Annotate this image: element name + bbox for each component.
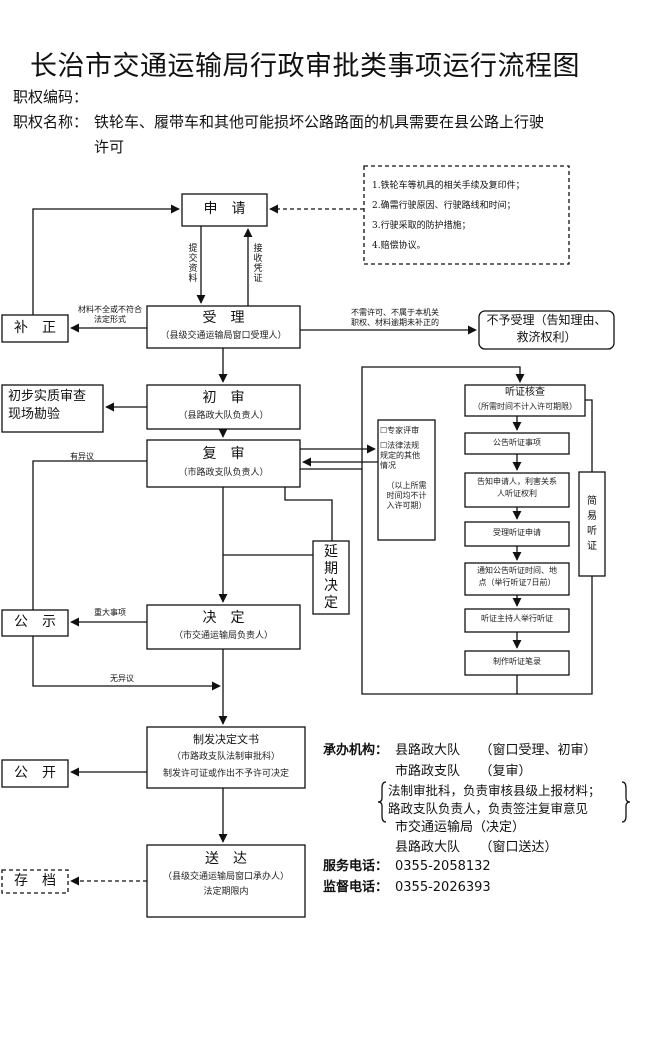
expert-line: ☐法律法规 xyxy=(380,441,420,450)
note-item: 1.铁轮车等机具的相关手续及复印件； xyxy=(372,181,525,191)
org-line: 市路政支队 （复审） xyxy=(395,764,532,779)
expert-line: ☐专家评审 xyxy=(380,426,420,435)
publicize-box xyxy=(1,609,69,637)
note-item: 4.赔偿协议。 xyxy=(372,241,426,251)
doc-box xyxy=(146,726,306,789)
org-label: 承办机构： xyxy=(323,743,389,758)
edge-label-objection: 有异议 xyxy=(70,452,94,461)
first-review-node-sub: （县路政大队负责人） xyxy=(178,411,269,421)
hearing-step: 公告听证事项 xyxy=(493,438,541,447)
edge-label-incomplete-line2: 法定形式 xyxy=(94,315,126,324)
extend-box xyxy=(312,540,350,615)
org-line: 市交通运输局（决定） xyxy=(395,820,526,835)
doc-node-line2: （市路政支队法制审批科） xyxy=(171,752,280,762)
org-line: 法制审批科，负责审核县级上报材料； xyxy=(388,783,601,798)
hearing-step: 告知申请人，利害关系 xyxy=(477,477,557,486)
org-line: 县路政大队 （窗口受理、初审） xyxy=(395,743,597,758)
doc-node-line3: 制发许可证或作出不予许可决定 xyxy=(162,769,289,779)
buzheng-box xyxy=(1,314,69,343)
field-check-node-line2: 现场勘验 xyxy=(8,407,61,422)
accept-node-sub: （县级交通运输局窗口受理人） xyxy=(160,331,287,341)
accept-node: 受 理 xyxy=(202,310,245,326)
open-node: 公 开 xyxy=(14,765,56,781)
archive-node: 存 档 xyxy=(14,873,56,889)
supervise-phone-label: 监督电话： xyxy=(323,880,389,895)
note-item: 3.行驶采取的防护措施； xyxy=(372,221,471,231)
reject-node-line2: 救济权利） xyxy=(516,330,577,344)
page-title: 长治市交通运输局行政审批类事项运行流程图 xyxy=(30,51,580,82)
decide-node: 决 定 xyxy=(202,610,245,626)
hearing-title: 听证核查 xyxy=(505,387,545,398)
hearing-step: 制作听证笔录 xyxy=(493,657,541,666)
expert-line: 规定的其他 xyxy=(380,451,420,460)
edge-label-incomplete-line1: 材料不全或不符合 xyxy=(78,305,142,314)
reject-box xyxy=(478,310,615,350)
service-phone-label: 服务电话： xyxy=(323,859,389,874)
hearing-step: 点（举行听证7日前） xyxy=(478,578,556,587)
expert-line: 时间均不计 xyxy=(386,491,427,500)
hearing-step: 通知公告听证时间、地 xyxy=(477,566,557,575)
hearing-step: 人听证权利 xyxy=(497,489,537,498)
extend-node: 延期决定 xyxy=(324,544,338,611)
publicize-node: 公 示 xyxy=(14,614,56,630)
doc-node-line1: 制发决定文书 xyxy=(193,733,259,746)
archive-box xyxy=(1,869,69,894)
hearing-step: 听证主持人举行听证 xyxy=(481,614,553,623)
authority-name-line1: 铁轮车、履带车和其他可能损坏公路路面的机具需要在县公路上行驶 xyxy=(94,113,545,131)
reject-node-line1: 不予受理（告知理由、 xyxy=(486,313,607,327)
edge-label-no-need-line2: 职权、材料逾期未补正的 xyxy=(351,318,439,327)
apply-box xyxy=(181,193,268,227)
authority-code-label: 职权编码： xyxy=(13,88,89,106)
edge-label-no-objection: 无异议 xyxy=(110,674,134,683)
field-check-node-line1: 初步实质审查 xyxy=(8,389,87,404)
decide-node-sub: （市交通运输局负责人） xyxy=(173,631,273,641)
org-line: 县路政大队 （窗口送达） xyxy=(395,840,558,855)
expert-line: 入许可期） xyxy=(386,501,427,510)
authority-name-line2: 许可 xyxy=(94,138,125,156)
field-check-box xyxy=(1,384,104,433)
service-phone: 0355-2058132 xyxy=(395,859,491,874)
deliver-node-sub2: 法定期限内 xyxy=(203,887,249,897)
hearing-step: 受理听证申请 xyxy=(493,528,541,537)
notes-box xyxy=(363,165,570,265)
edge-label-receipt: 接收凭证 xyxy=(253,244,263,284)
deliver-node-sub1: （县级交通运输局窗口承办人） xyxy=(162,872,289,882)
second-review-node: 复 审 xyxy=(202,446,245,462)
supervise-phone: 0355-2026393 xyxy=(395,880,491,895)
simple-hearing-node: 简易听证 xyxy=(587,496,597,552)
expert-line: 情况 xyxy=(380,461,396,470)
apply-node: 申 请 xyxy=(203,201,246,217)
authority-name-label: 职权名称： xyxy=(13,113,89,131)
edge-label-no-need-line1: 不需许可、不属于本机关 xyxy=(351,308,439,317)
second-review-node-sub: （市路政支队负责人） xyxy=(178,468,269,478)
expert-line: （以上所需 xyxy=(386,481,427,490)
buzheng-node: 补 正 xyxy=(14,320,56,336)
note-item: 2.确需行驶原因、行驶路线和时间； xyxy=(372,201,516,211)
deliver-node: 送 达 xyxy=(205,851,247,867)
edge-label-major: 重大事项 xyxy=(94,608,126,617)
edge-label-submit: 提交资料 xyxy=(188,244,198,284)
expert-box xyxy=(377,419,436,541)
org-line: 路政支队负责人，负责签注复审意见 xyxy=(388,801,589,816)
first-review-node: 初 审 xyxy=(202,390,245,406)
open-box xyxy=(1,759,69,788)
hearing-sub: （所需时间不计入许可期限） xyxy=(473,402,577,411)
